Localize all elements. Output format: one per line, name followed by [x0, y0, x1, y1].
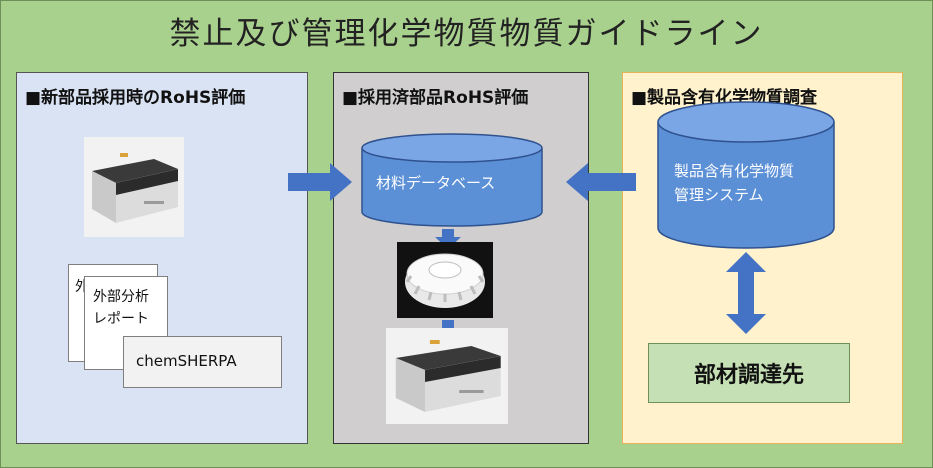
arrow-left-icon [566, 163, 636, 201]
bidirectional-arrow-icon [726, 252, 766, 334]
system-label-line1: 製品含有化学物質 [674, 162, 795, 180]
panel-new-parts-rohs: ■新部品採用時のRoHS評価 [16, 72, 308, 444]
chemsherpa-label: chemSHERPA [136, 352, 237, 370]
panel-heading-new-parts: ■新部品採用時のRoHS評価 [25, 88, 246, 108]
xrf-analyzer-image [386, 328, 508, 424]
chemical-management-system-icon [657, 101, 835, 249]
material-database-icon [361, 133, 543, 227]
gear-part-image [397, 242, 493, 318]
report-title-line2: レポート [93, 311, 149, 327]
diagram-title: 禁止及び管理化学物質物質ガイドライン [169, 16, 764, 52]
report-title-line1: 外部分析 [93, 289, 149, 305]
material-database-label: 材料データベース [376, 174, 496, 192]
chemsherpa-document: chemSHERPA [123, 336, 282, 388]
supplier-box: 部材調達先 [648, 343, 850, 403]
system-label-line2: 管理システム [674, 186, 764, 204]
arrow-right-icon [288, 163, 352, 201]
xrf-analyzer-image [84, 137, 184, 237]
arrow-down-icon [435, 229, 461, 249]
panel-heading-adopted-parts: ■採用済部品RoHS評価 [342, 88, 529, 108]
